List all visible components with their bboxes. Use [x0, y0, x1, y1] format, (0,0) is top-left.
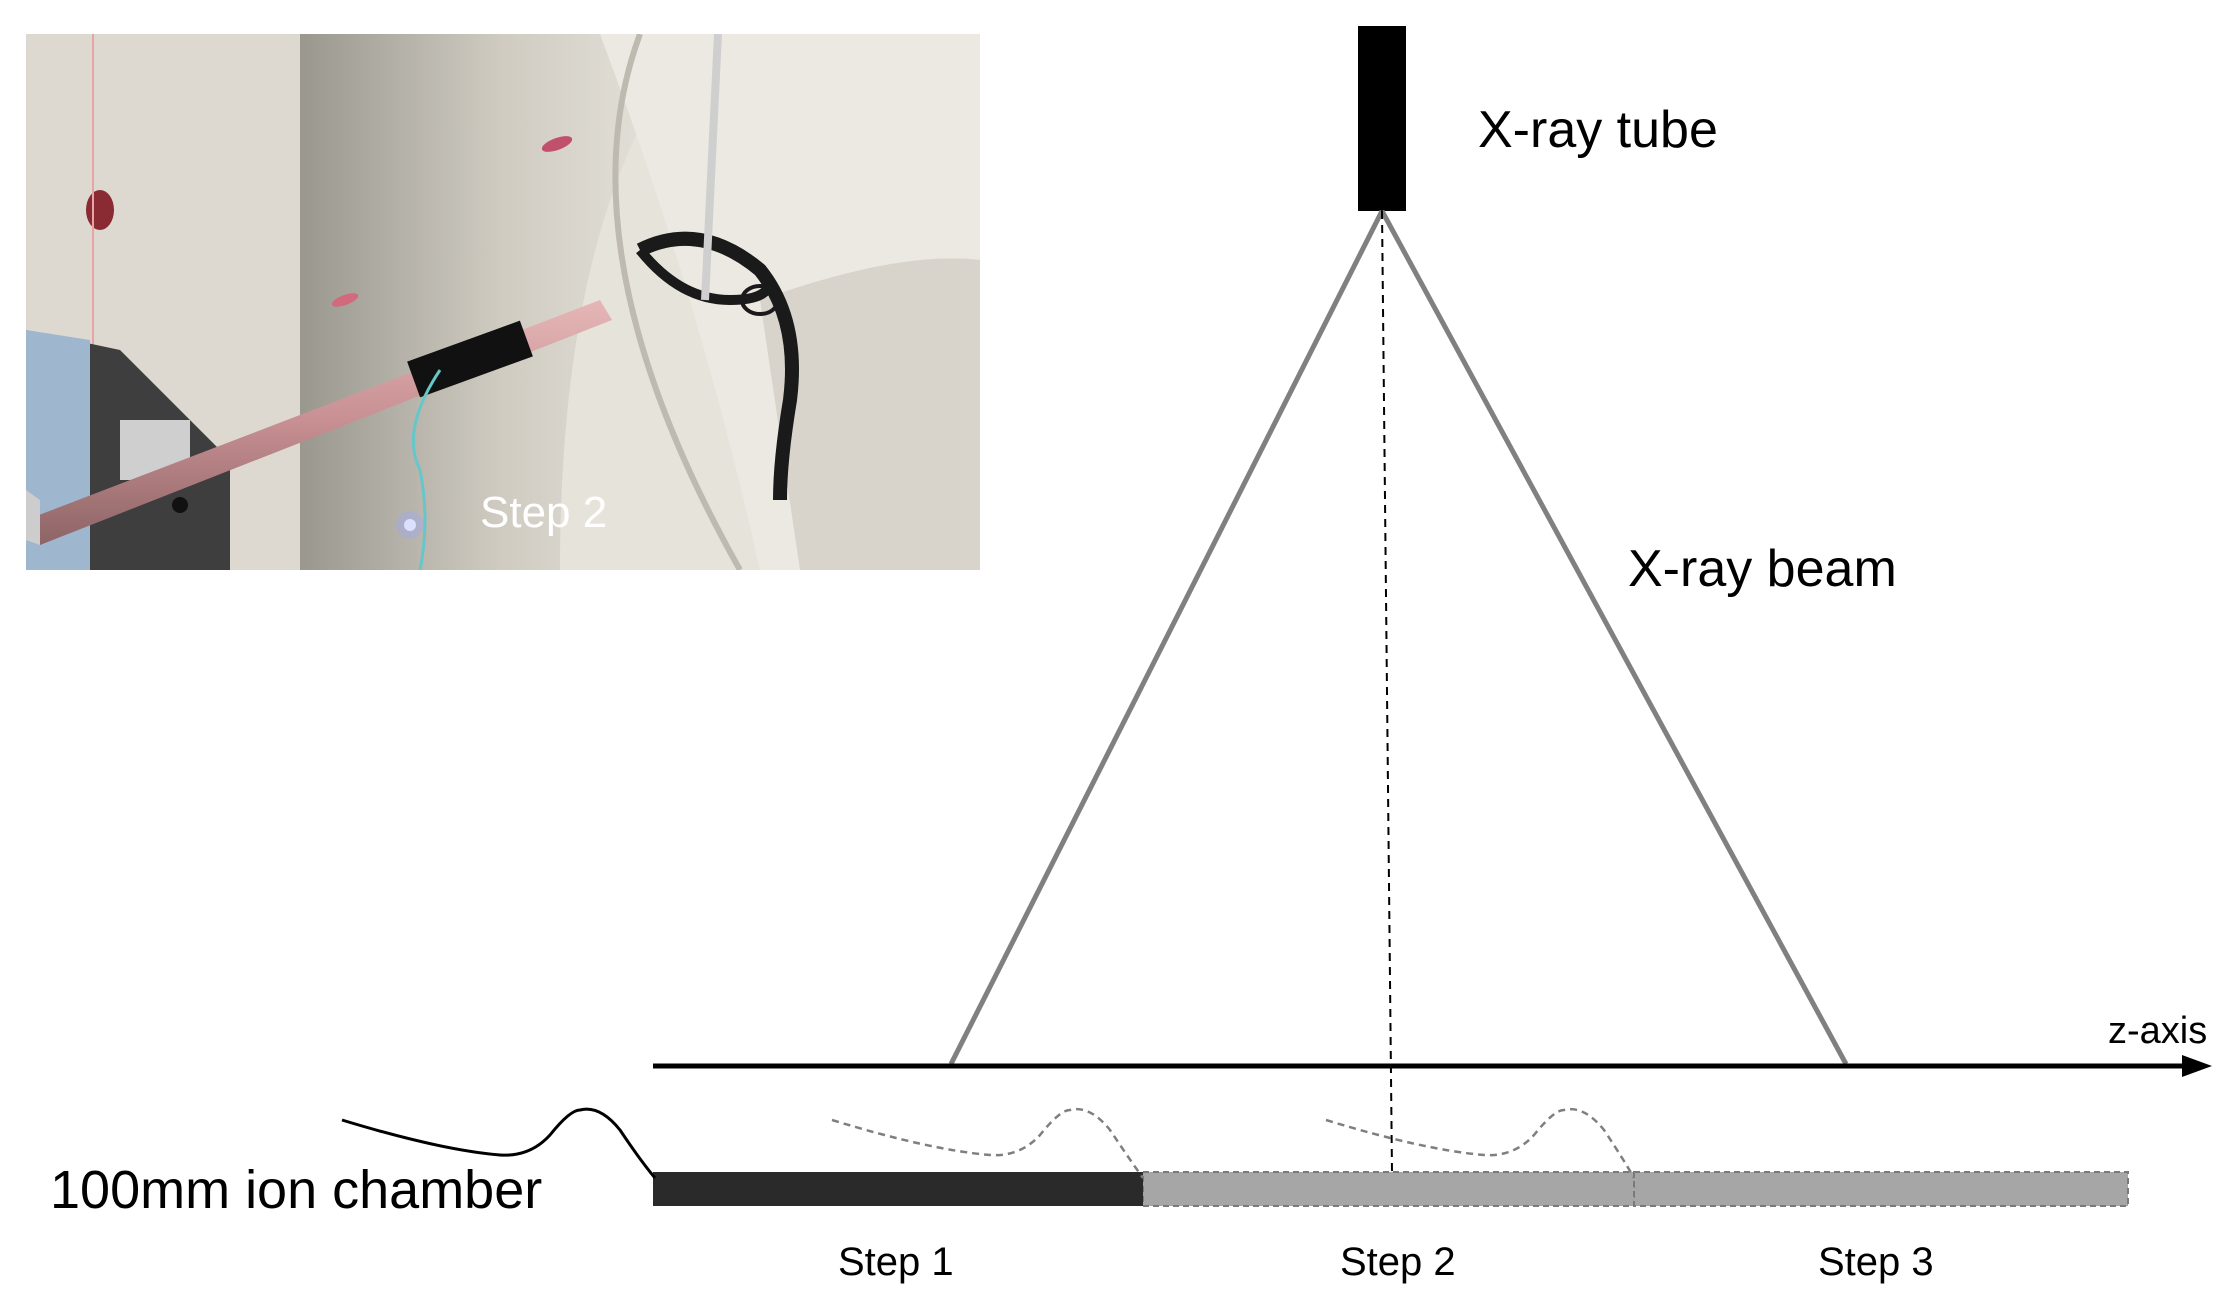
- x-ray-tube: [1358, 26, 1406, 211]
- z-axis-arrowhead: [2182, 1055, 2212, 1077]
- z-axis-label: z-axis: [2108, 1010, 2207, 1052]
- x-ray-beam-label: X-ray beam: [1628, 540, 1897, 598]
- step-1-label: Step 1: [838, 1240, 954, 1284]
- beam-edge-right: [1379, 209, 1849, 1066]
- step-3-label: Step 3: [1818, 1240, 1934, 1284]
- central-axis-line: [1381, 210, 1393, 1173]
- photo-step-label: Step 2: [480, 488, 607, 537]
- x-ray-tube-label: X-ray tube: [1478, 101, 1718, 159]
- ghost-cable-step-2: [831, 1107, 1145, 1179]
- chamber-step-2: [1142, 1171, 1635, 1207]
- ct-setup-photo: Step 2: [26, 34, 980, 570]
- chamber-step-3: [1633, 1171, 2129, 1207]
- ion-chamber-label: 100mm ion chamber: [50, 1160, 542, 1220]
- beam-edge-left: [948, 209, 1385, 1066]
- chamber-cable: [341, 1107, 657, 1179]
- chamber-step-1: [653, 1172, 1143, 1206]
- step-2-label: Step 2: [1340, 1240, 1456, 1284]
- ghost-cable-step-3: [1325, 1107, 1636, 1179]
